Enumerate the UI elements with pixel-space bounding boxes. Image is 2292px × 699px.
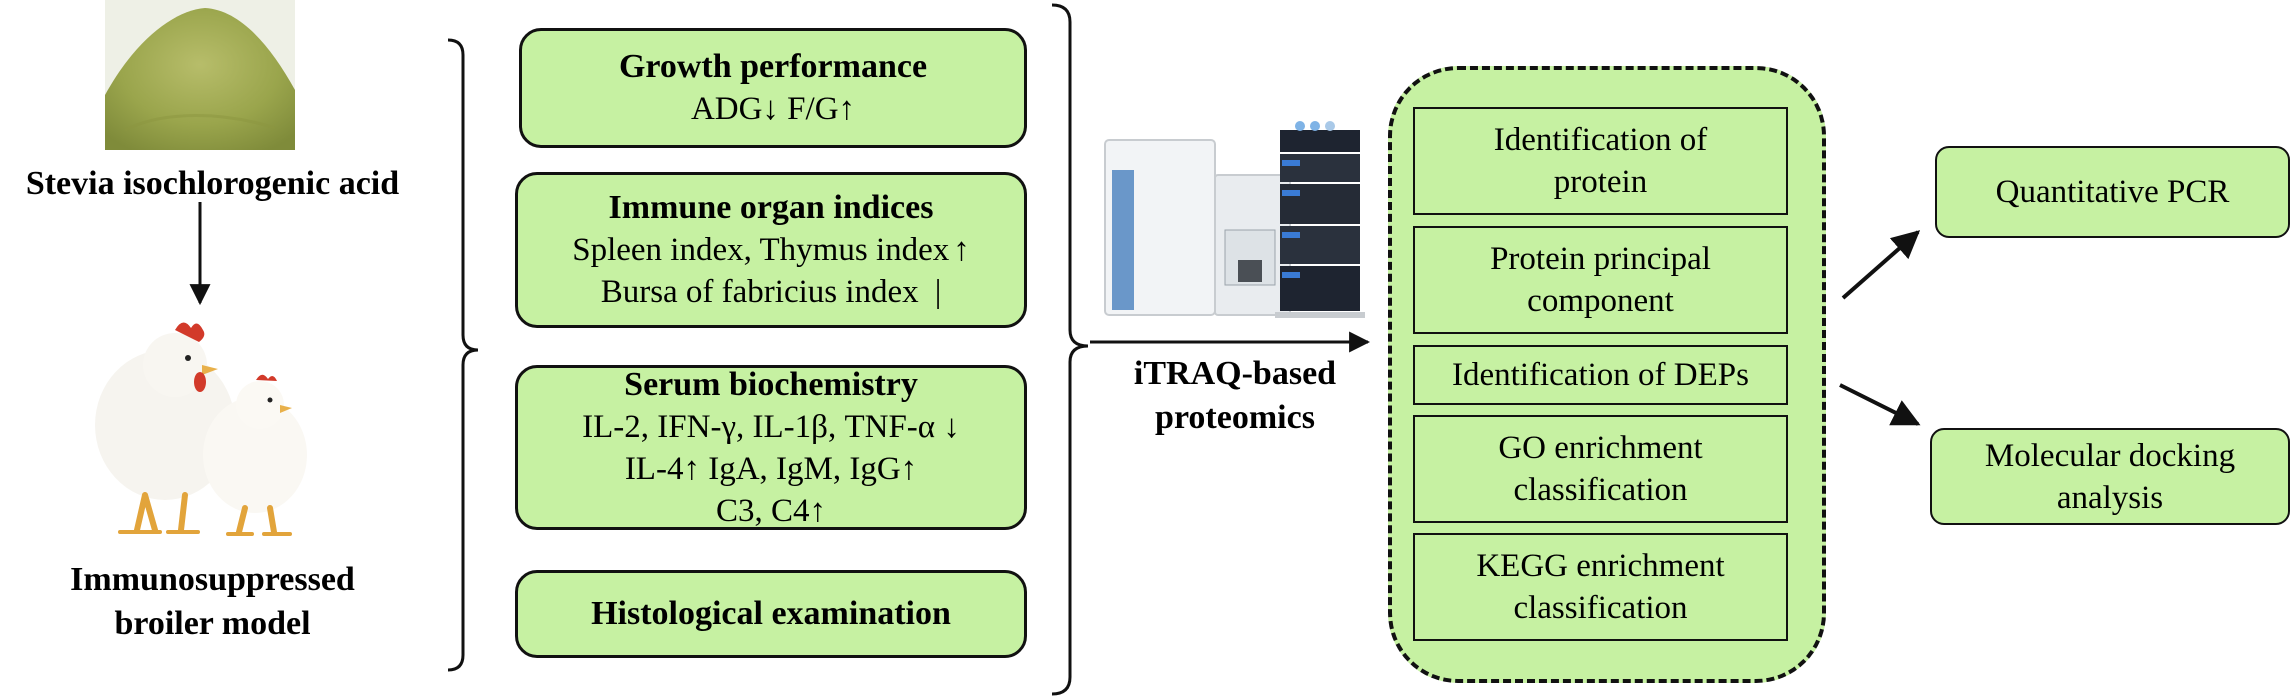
source-label: Stevia isochlorogenic acid <box>25 165 400 202</box>
stevia-powder-image <box>105 0 295 150</box>
method-label-line1: iTRAQ-based <box>1133 355 1337 392</box>
growth-title: Growth performance <box>618 48 928 85</box>
proteomics-item-4-line1: GO enrichment <box>1498 430 1703 466</box>
left-bracket <box>447 38 479 672</box>
method-label-line2: proteomics <box>1155 399 1315 436</box>
model-label-line2: broiler model <box>114 605 311 642</box>
proteomics-item-2-line2: component <box>1527 283 1674 319</box>
method-label: iTRAQ-based proteomics <box>1110 352 1360 440</box>
immune-title: Immune organ indices <box>608 189 934 226</box>
immune-line2-text: Bursa of fabricius index <box>600 274 919 310</box>
serum-line1: IL-2, IFN-γ, IL-1β, TNF-α ↓ <box>582 408 960 445</box>
proteomics-item-1-line2: protein <box>1553 164 1648 200</box>
immune-up-arrow-icon: ↑ <box>953 232 970 268</box>
serum-title: Serum biochemistry <box>624 365 918 403</box>
proteomics-item-5-line1: KEGG enrichment <box>1476 548 1725 584</box>
proteomics-item-identification-protein: Identification of protein <box>1413 107 1788 215</box>
right-bracket <box>1051 3 1089 696</box>
proteomics-item-4-line2: classification <box>1513 472 1688 508</box>
proteomics-item-kegg-enrichment: KEGG enrichment classification <box>1413 533 1788 641</box>
immune-up-arrow-icon-2: | <box>934 274 942 310</box>
model-label-line1: Immunosuppressed <box>70 561 355 598</box>
immune-line2: Bursa of fabricius index | <box>601 271 942 313</box>
serum-biochemistry-box: Serum biochemistry IL-2, IFN-γ, IL-1β, T… <box>515 365 1027 530</box>
immune-line1-text: Spleen index, Thymus index <box>572 232 950 268</box>
proteomics-item-5-line2: classification <box>1513 590 1688 626</box>
model-label: Immunosuppressed broiler model <box>15 558 410 646</box>
docking-line1: Molecular docking <box>1984 437 2236 474</box>
proteomics-item-1-line1: Identification of <box>1493 122 1708 158</box>
proteomics-item-principal-component: Protein principal component <box>1413 226 1788 334</box>
docking-box: Molecular docking analysis <box>1930 428 2290 525</box>
immune-line1: Spleen index, Thymus index↑ <box>572 229 970 271</box>
growth-performance-box: Growth performance ADG↓ F/G↑ <box>519 28 1027 148</box>
docking-arrow <box>1839 383 1921 426</box>
histology-title: Histological examination <box>591 595 951 632</box>
proteomics-item-3-line1: Identification of DEPs <box>1452 357 1749 393</box>
growth-line1: ADG↓ F/G↑ <box>690 91 856 127</box>
mass-spectrometer-image <box>1100 120 1370 325</box>
proteomics-item-go-enrichment: GO enrichment classification <box>1413 415 1788 523</box>
chickens-image <box>80 310 320 540</box>
immune-organ-box: Immune organ indices Spleen index, Thymu… <box>515 172 1027 328</box>
serum-line2: IL-4↑ IgA, IgM, IgG↑ <box>624 450 918 487</box>
serum-line3: C3, C4↑ <box>715 492 827 529</box>
docking-line2: analysis <box>2056 479 2164 516</box>
qpcr-box: Quantitative PCR <box>1935 146 2290 238</box>
qpcr-label: Quantitative PCR <box>1995 173 2230 210</box>
proteomics-item-2-line1: Protein principal <box>1490 241 1711 277</box>
qpcr-arrow <box>1841 230 1921 300</box>
histological-box: Histological examination <box>515 570 1027 658</box>
proteomics-item-identification-deps: Identification of DEPs <box>1413 345 1788 405</box>
